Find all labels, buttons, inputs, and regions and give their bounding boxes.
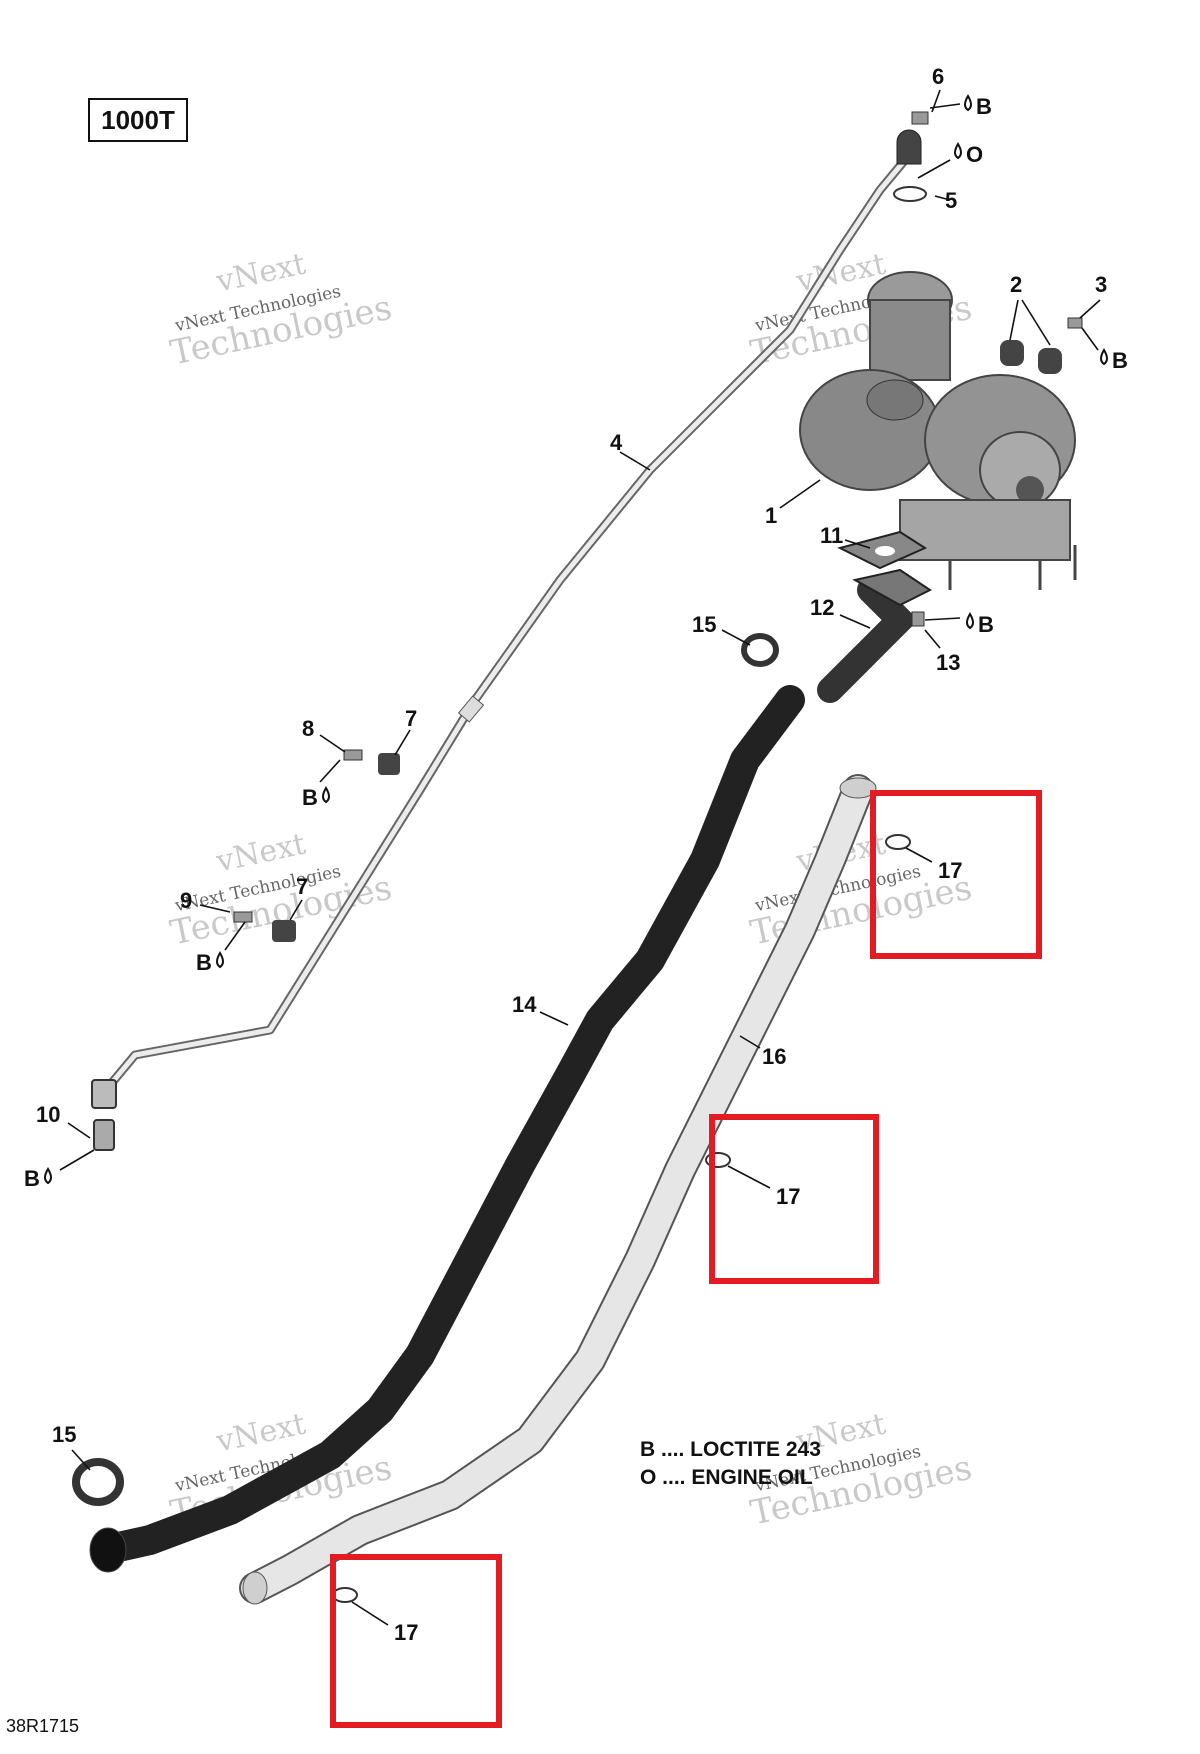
callout-9: 9 [180,888,192,913]
callout-14: 14 [512,992,537,1017]
svg-text:B: B [978,612,994,637]
oil-drop-icon [966,612,974,630]
svg-text:B: B [24,1166,40,1191]
callout-3: 3 [1095,272,1107,297]
svg-text:B: B [976,94,992,119]
turbocharger [799,271,1077,590]
callout-4: 4 [610,430,623,455]
callout-8: 8 [302,716,314,741]
callout-17c: 17 [394,1620,418,1645]
loctite-symbol-6: B [964,94,992,119]
oil-supply-pipe [91,129,922,1151]
callout-2: 2 [1010,272,1022,297]
callout-17a: 17 [938,858,962,883]
legend-engine-oil: O .... ENGINE OIL [640,1466,813,1489]
callout-15b: 15 [52,1422,76,1447]
callout-11: 11 [820,523,843,548]
callout-12: 12 [810,595,834,620]
hose-clamp-upper [741,633,779,667]
callout-15a: 15 [692,612,716,637]
svg-text:O: O [966,142,983,167]
oil-drop-icon [954,142,962,160]
callout-1: 1 [765,503,777,528]
oil-drop-icon [216,951,224,969]
callout-13: 13 [936,650,960,675]
oil-symbol-5: O [954,142,983,167]
loctite-symbol-8: B [302,785,330,810]
callout-labels: 1 2 3 4 5 6 7 7 8 9 10 11 12 13 14 15 15… [36,64,1107,1645]
screw-3 [1067,317,1083,329]
oil-drop-icon [1100,348,1108,366]
loctite-symbol-3: B [1100,348,1128,373]
o-ring [893,186,927,202]
callout-16: 16 [762,1044,786,1069]
hose-clamp-lower [72,1458,124,1506]
svg-text:B: B [1112,348,1128,373]
diagram-id: 38R1715 [6,1716,80,1736]
callout-6: 6 [932,64,944,89]
oil-return-elbow [817,568,932,703]
callout-5: 5 [945,188,957,213]
callout-7a: 7 [405,706,417,731]
pipe-bracket [233,749,400,942]
svg-text:B: B [196,950,212,975]
tie-clip [332,834,911,1603]
loctite-symbol-10: B [24,1166,52,1191]
legend: B .... LOCTITE 243 O .... ENGINE OIL [640,1436,821,1492]
loctite-symbol-13: B [966,612,994,637]
highlight-box-17b [709,1114,879,1284]
oil-return-hose-dark [89,685,805,1573]
plug-2 [1000,340,1062,374]
compound-symbols: B O B B B B B [24,94,1128,1191]
callout-17b: 17 [776,1184,800,1209]
oil-return-hose-light [239,774,877,1605]
model-label: 1000T [88,98,188,142]
highlight-box-17c [330,1554,502,1728]
svg-text:B: B [302,785,318,810]
banjo-bolt [911,111,929,125]
legend-loctite: B .... LOCTITE 243 [640,1438,821,1461]
gasket [837,530,928,570]
oil-drop-icon [322,786,330,804]
oil-drop-icon [44,1167,52,1185]
screw-13 [911,611,925,627]
callout-10: 10 [36,1102,60,1127]
callout-7b: 7 [296,874,308,899]
highlight-boxes [330,790,1042,1728]
oil-drop-icon [964,94,972,112]
highlight-box-17a [870,790,1042,959]
leader-lines [59,89,1101,1626]
loctite-symbol-9: B [196,950,224,975]
